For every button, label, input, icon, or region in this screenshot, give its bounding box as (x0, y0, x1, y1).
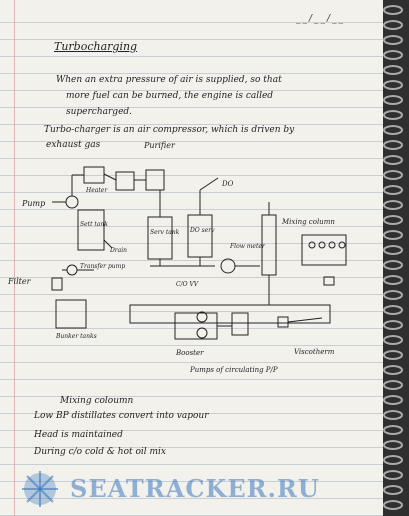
label-bunker-tanks: Bunker tanks (55, 333, 97, 340)
watermark-text: SEATRACKER.RU (70, 474, 320, 503)
label-purifier: Purifier (143, 141, 176, 150)
note-line-5: exhaust gas (46, 140, 101, 150)
label-mixing-column: Mixing column (281, 218, 335, 226)
note-line-2: more fuel can be burned, the engine is c… (66, 91, 274, 101)
label-transfer-pump: Transfer pump (80, 263, 125, 270)
date-line: __/__/__ (296, 14, 346, 24)
label-flow-meter: Flow meter (229, 243, 266, 250)
mixing-bullet-2: Head is maintained (34, 430, 123, 440)
label-filter: Filter (7, 277, 32, 286)
label-booster: Booster (175, 349, 204, 357)
mixing-heading: Mixing coloumn (60, 396, 134, 406)
mixing-bullet-3: During c/o cold & hot oil mix (34, 447, 167, 457)
margin-line (14, 0, 15, 516)
label-do-top: DO (221, 180, 234, 188)
label-pump: Pump (21, 199, 45, 208)
fuel-system-diagram: Purifier DO Heater Pump Sett tank Drain … (7, 141, 347, 374)
spiral-binding (383, 0, 409, 516)
label-drain: Drain (109, 247, 127, 254)
label-viscotherm: Viscotherm (294, 348, 335, 356)
label-serv-tank: Serv tank (150, 229, 180, 236)
label-valve: C/O VV (176, 281, 199, 288)
label-do-serv: DO serv (189, 227, 215, 234)
note-line-4: Turbo-charger is an air compressor, whic… (44, 125, 295, 135)
label-sett-tank: Sett tank (80, 221, 108, 228)
note-line-1: When an extra pressure of air is supplie… (56, 75, 282, 85)
label-pumps-circulating: Pumps of circulating P/P (189, 366, 278, 374)
note-line-3: supercharged. (66, 107, 133, 117)
watermark-logo-icon (22, 471, 58, 507)
mixing-bullet-1: Low BP distillates convert into vapour (34, 411, 209, 421)
label-heater: Heater (85, 187, 108, 194)
page-title: Turbocharging (54, 40, 138, 53)
